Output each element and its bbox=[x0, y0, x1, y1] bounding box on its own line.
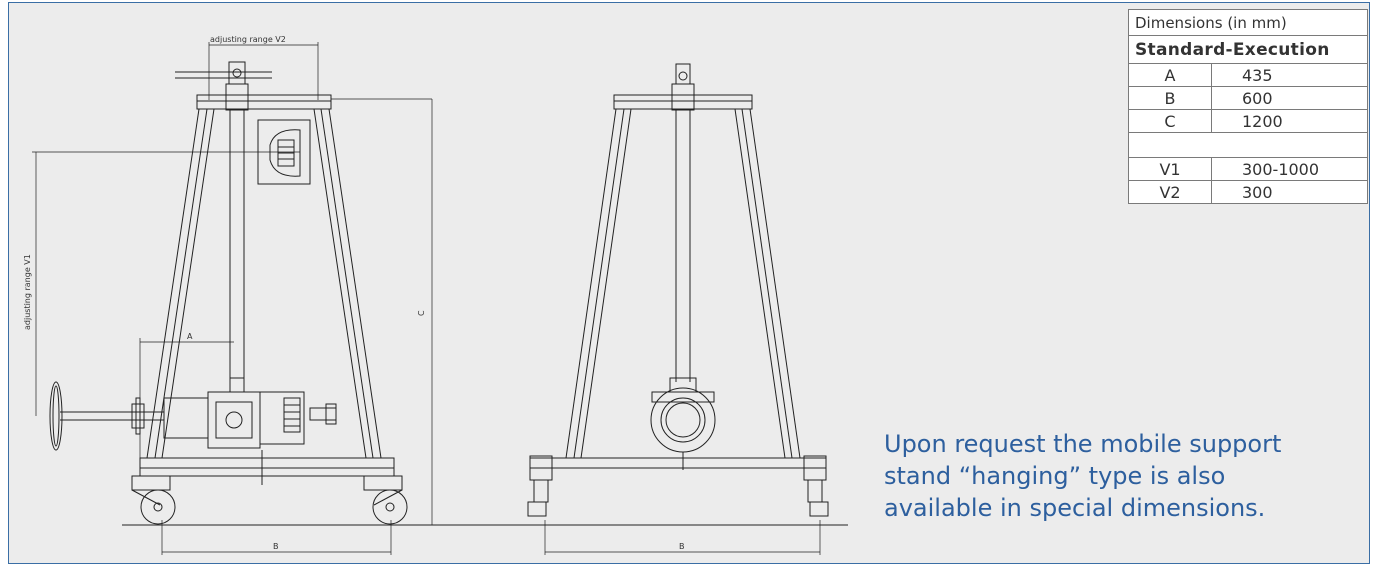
dim-label: V2 bbox=[1128, 180, 1212, 204]
dim-label: C bbox=[1128, 109, 1212, 133]
table-subtitle: Standard-Execution bbox=[1128, 35, 1368, 64]
dim-value: 300-1000 bbox=[1211, 157, 1368, 181]
label-v1: adjusting range V1 bbox=[23, 254, 32, 330]
label-v2: adjusting range V2 bbox=[210, 35, 286, 44]
table-title: Dimensions (in mm) bbox=[1128, 9, 1368, 36]
dim-value: 600 bbox=[1211, 86, 1368, 110]
dim-label: V1 bbox=[1128, 157, 1212, 181]
dimension-lines-right bbox=[544, 520, 821, 555]
dim-value: 435 bbox=[1211, 63, 1368, 87]
dim-label: A bbox=[1128, 63, 1212, 87]
availability-note: Upon request the mobile support stand “h… bbox=[884, 430, 1282, 522]
label-b-right: B bbox=[679, 542, 685, 551]
label-b-left: B bbox=[273, 542, 279, 551]
dim-value: 1200 bbox=[1211, 109, 1368, 133]
left-stand bbox=[49, 61, 408, 525]
label-a: A bbox=[187, 332, 193, 341]
table-spacer-row bbox=[1128, 132, 1368, 158]
dimension-lines-left bbox=[32, 42, 436, 555]
label-c: C bbox=[417, 310, 426, 316]
right-stand bbox=[527, 63, 829, 517]
dim-label: B bbox=[1128, 86, 1212, 110]
dim-value: 300 bbox=[1211, 180, 1368, 204]
